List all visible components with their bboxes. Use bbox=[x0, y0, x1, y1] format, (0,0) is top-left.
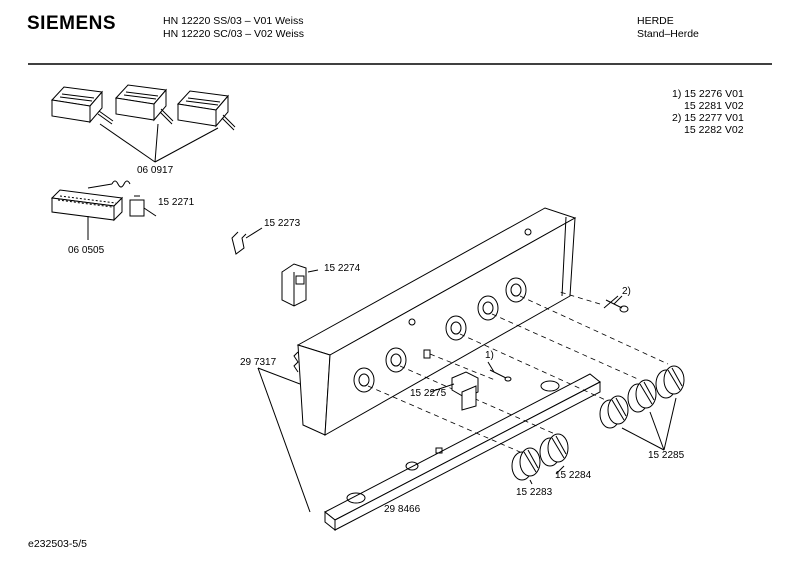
callout-2: 2) bbox=[622, 286, 631, 297]
model-line-2: HN 12220 SC/03 – V02 Weiss bbox=[163, 28, 305, 40]
model-line-1: HN 12220 SS/03 – V01 Weiss bbox=[163, 15, 304, 27]
knob-3 bbox=[599, 395, 629, 429]
bracket-part bbox=[451, 371, 479, 411]
pin-part-1 bbox=[489, 369, 512, 382]
control-panel bbox=[296, 207, 577, 436]
switch-block-3 bbox=[176, 90, 236, 131]
brand-logo: SIEMENS bbox=[27, 13, 117, 34]
variant-line-3: 2) 15 2277 V01 bbox=[672, 112, 744, 124]
label-298466: 29 8466 bbox=[384, 504, 421, 515]
label-060505: 06 0505 bbox=[68, 245, 105, 256]
knob-1 bbox=[511, 447, 541, 481]
panel-bracket bbox=[293, 351, 299, 373]
category-label: HERDE bbox=[637, 15, 674, 27]
subcategory-label: Stand–Herde bbox=[637, 28, 699, 40]
label-060917: 06 0917 bbox=[137, 165, 174, 176]
variant-line-4: 15 2282 V02 bbox=[684, 124, 744, 136]
knob-2 bbox=[539, 433, 569, 467]
label-152285: 15 2285 bbox=[648, 450, 685, 461]
holder-part bbox=[281, 263, 319, 307]
label-152271: 15 2271 bbox=[158, 197, 195, 208]
label-152274: 15 2274 bbox=[324, 263, 361, 274]
clip-part bbox=[231, 231, 247, 255]
label-152275: 15 2275 bbox=[410, 388, 447, 399]
callout-1: 1) bbox=[485, 350, 494, 361]
trim-strip bbox=[324, 373, 601, 532]
label-152273: 15 2273 bbox=[264, 218, 301, 229]
leader-lines bbox=[257, 295, 677, 513]
terminal-strip bbox=[50, 189, 124, 240]
variant-line-1: 1) 15 2276 V01 bbox=[672, 88, 744, 100]
label-297317: 29 7317 bbox=[240, 357, 277, 368]
projection-lines bbox=[367, 291, 669, 453]
variant-line-2: 15 2281 V02 bbox=[684, 100, 744, 112]
document-id: e232503-5/5 bbox=[28, 538, 87, 550]
switch-block-1 bbox=[50, 86, 114, 125]
knob-5 bbox=[655, 365, 685, 399]
label-152284: 15 2284 bbox=[555, 470, 592, 481]
switch-block-2 bbox=[114, 84, 174, 125]
label-152283: 15 2283 bbox=[516, 487, 553, 498]
knob-4 bbox=[627, 379, 657, 413]
spring-switch bbox=[87, 180, 157, 217]
pin-part-2 bbox=[603, 295, 629, 313]
